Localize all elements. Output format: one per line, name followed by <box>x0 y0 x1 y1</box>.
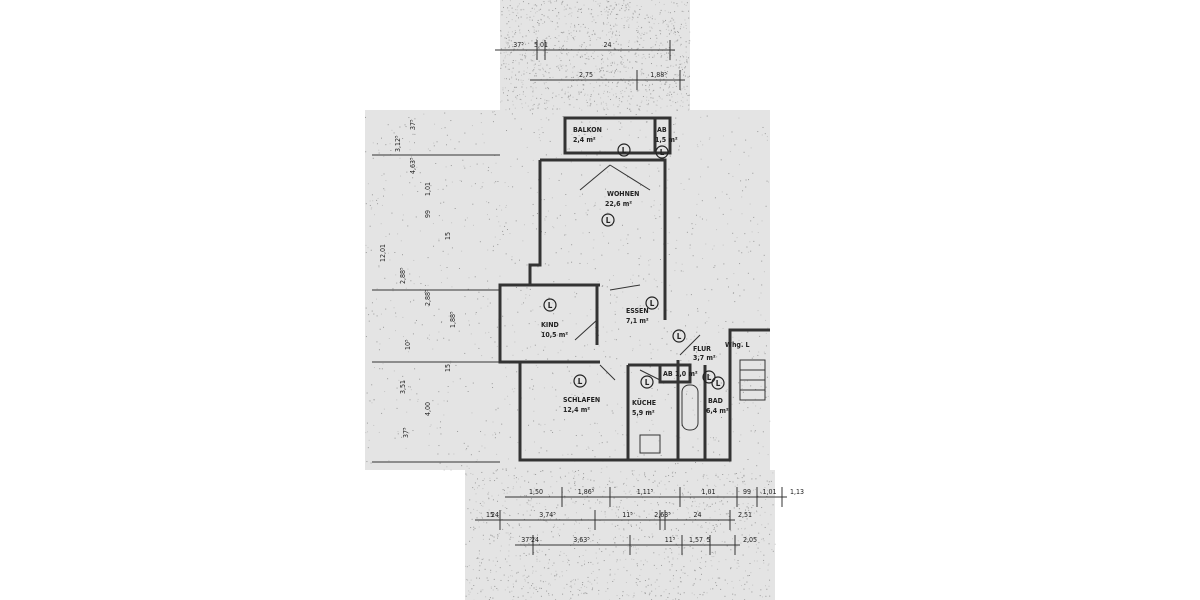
dimension-value: 1,13 <box>790 488 804 496</box>
room-marker-circle <box>573 374 587 388</box>
room-marker-circle <box>617 143 631 157</box>
room-area-schlafen: 12,4 m² <box>563 406 590 414</box>
room-area-flur: 3,7 m² <box>693 354 716 362</box>
dimension-value: 24 <box>693 511 701 519</box>
dimension-value: 24 <box>531 536 539 544</box>
dimension-value: 37⁵ <box>521 536 532 544</box>
room-name-balkon: BALKON <box>573 126 602 134</box>
room-marker-circle <box>645 296 659 310</box>
room-marker-circle <box>655 145 669 159</box>
dimension-value: 1,88⁵ <box>650 71 667 79</box>
room-marker-circle <box>543 298 557 312</box>
dimension-value: 1,86⁵ <box>578 488 595 496</box>
room-marker-text: L <box>578 377 583 386</box>
room-marker-circle <box>640 375 654 389</box>
dimension-value: 1,01 <box>424 182 432 196</box>
room-marker-circle <box>672 329 686 343</box>
room-name-kind: KIND <box>541 321 559 329</box>
room-marker-text: L <box>716 379 721 388</box>
room-name-ab: AB <box>657 126 667 134</box>
room-marker-text: L <box>677 332 682 341</box>
dimension-value: 24 <box>491 511 499 519</box>
dimension-value: 5 <box>706 536 710 544</box>
room-marker-circle <box>711 376 725 390</box>
dimension-value: 2,75 <box>579 71 593 79</box>
room-area-ab2: 1,0 m² <box>675 370 698 378</box>
room-name-wohnen: WOHNEN <box>607 190 639 198</box>
stair-label: Whg. L <box>725 341 750 349</box>
dimension-value: 3,12⁵ <box>394 135 402 152</box>
room-area-kueche: 5,9 m² <box>632 409 655 417</box>
dimension-value: 2,05 <box>743 536 757 544</box>
room-labels: BALKON 2,4 m² AB 1,5 m² WOHNEN 22,6 m² K… <box>541 126 750 417</box>
room-marker-text: L <box>707 373 712 382</box>
dimension-value: 15 <box>444 232 452 240</box>
dimension-value: 2,88⁵ <box>424 289 432 306</box>
room-marker-text: L <box>650 299 655 308</box>
walls <box>498 116 770 462</box>
room-area-ab: 1,5 m² <box>655 136 678 144</box>
dimension-value: 4,63⁵ <box>409 157 417 174</box>
room-name-essen: ESSEN <box>626 307 649 315</box>
dimension-value: 2,51 <box>738 511 752 519</box>
dimension-value: 99 <box>424 210 432 218</box>
dimension-value: 37⁵ <box>513 41 524 49</box>
dimension-value: 11⁵ <box>622 511 633 519</box>
room-marker-text: L <box>622 146 627 155</box>
room-name-flur: FLUR <box>693 345 711 353</box>
room-marker-circle <box>702 370 716 384</box>
dimension-value: 12,01 <box>379 244 387 262</box>
dimension-value: 3,74⁵ <box>539 511 556 519</box>
dimension-value: 1,01 <box>701 488 715 496</box>
scanned-paper-background <box>365 0 775 600</box>
dimension-value: 99 <box>743 488 751 496</box>
dimension-value: 2,63⁵ <box>654 511 671 519</box>
room-marker-text: L <box>606 216 611 225</box>
dimension-value: 1,88⁵ <box>449 311 457 328</box>
dimension-value: 1,50 <box>529 488 543 496</box>
dimension-value: 3,63⁵ <box>573 536 590 544</box>
dimension-value: 37⁵ <box>402 427 410 438</box>
dimension-value: 37⁵ <box>409 119 417 130</box>
room-marker-text: L <box>645 378 650 387</box>
scan-noise <box>365 0 776 600</box>
room-area-balkon: 2,4 m² <box>573 136 596 144</box>
dimension-value: 10⁵ <box>404 339 412 350</box>
room-name-schlafen: SCHLAFEN <box>563 396 600 404</box>
room-name-kueche: KÜCHE <box>632 398 656 407</box>
dimension-value: 2,88⁵ <box>399 267 407 284</box>
room-area-kind: 10,5 m² <box>541 331 568 339</box>
dimension-value: 15 <box>444 364 452 372</box>
dimension-value: 5,01 <box>534 41 548 49</box>
dimension-value: 1,11⁵ <box>637 488 654 496</box>
room-area-bad: 6,4 m² <box>706 407 729 415</box>
room-name-ab2: AB <box>663 370 673 378</box>
room-name-bad: BAD <box>708 397 723 405</box>
dimension-value: 1,01 <box>762 488 776 496</box>
dimension-value: 24 <box>603 41 611 49</box>
dimension-value: 3,51 <box>399 380 407 394</box>
dimension-lines: 37⁵ 5,01 24 2,75 1,88⁵ 1,50 1,86⁵ 1,11⁵ 1,01 99 1,… <box>372 40 804 555</box>
dimension-value: 4,00 <box>424 402 432 416</box>
dimension-value: 11⁵ <box>665 536 676 544</box>
room-marker-text: L <box>660 148 665 157</box>
room-area-wohnen: 22,6 m² <box>605 200 632 208</box>
room-marker-text: L <box>548 301 553 310</box>
room-area-essen: 7,1 m² <box>626 317 649 325</box>
dimension-value: 1,57 <box>689 536 703 544</box>
dimension-value: 15 <box>486 511 494 519</box>
room-marker-circle <box>601 213 615 227</box>
